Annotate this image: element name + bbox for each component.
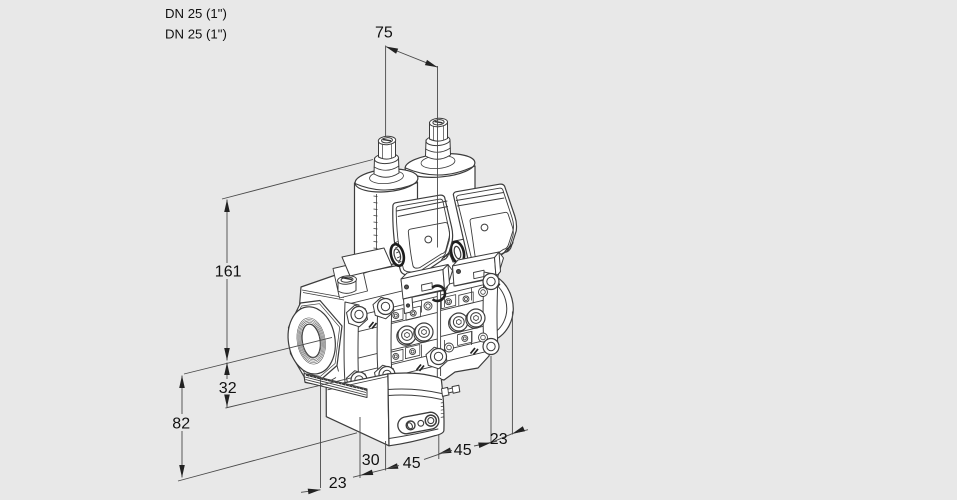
svg-text:32: 32 <box>219 380 237 397</box>
svg-text:82: 82 <box>172 416 190 433</box>
svg-text:75: 75 <box>375 25 393 42</box>
svg-text:DN 25 (1"): DN 25 (1") <box>165 6 227 21</box>
svg-text:45: 45 <box>454 442 472 459</box>
svg-text:DN 25 (1"): DN 25 (1") <box>165 26 227 41</box>
svg-text:45: 45 <box>403 455 421 472</box>
svg-text:23: 23 <box>329 475 347 492</box>
svg-text:30: 30 <box>362 452 380 469</box>
svg-text:161: 161 <box>215 264 242 281</box>
svg-text:23: 23 <box>490 431 508 448</box>
